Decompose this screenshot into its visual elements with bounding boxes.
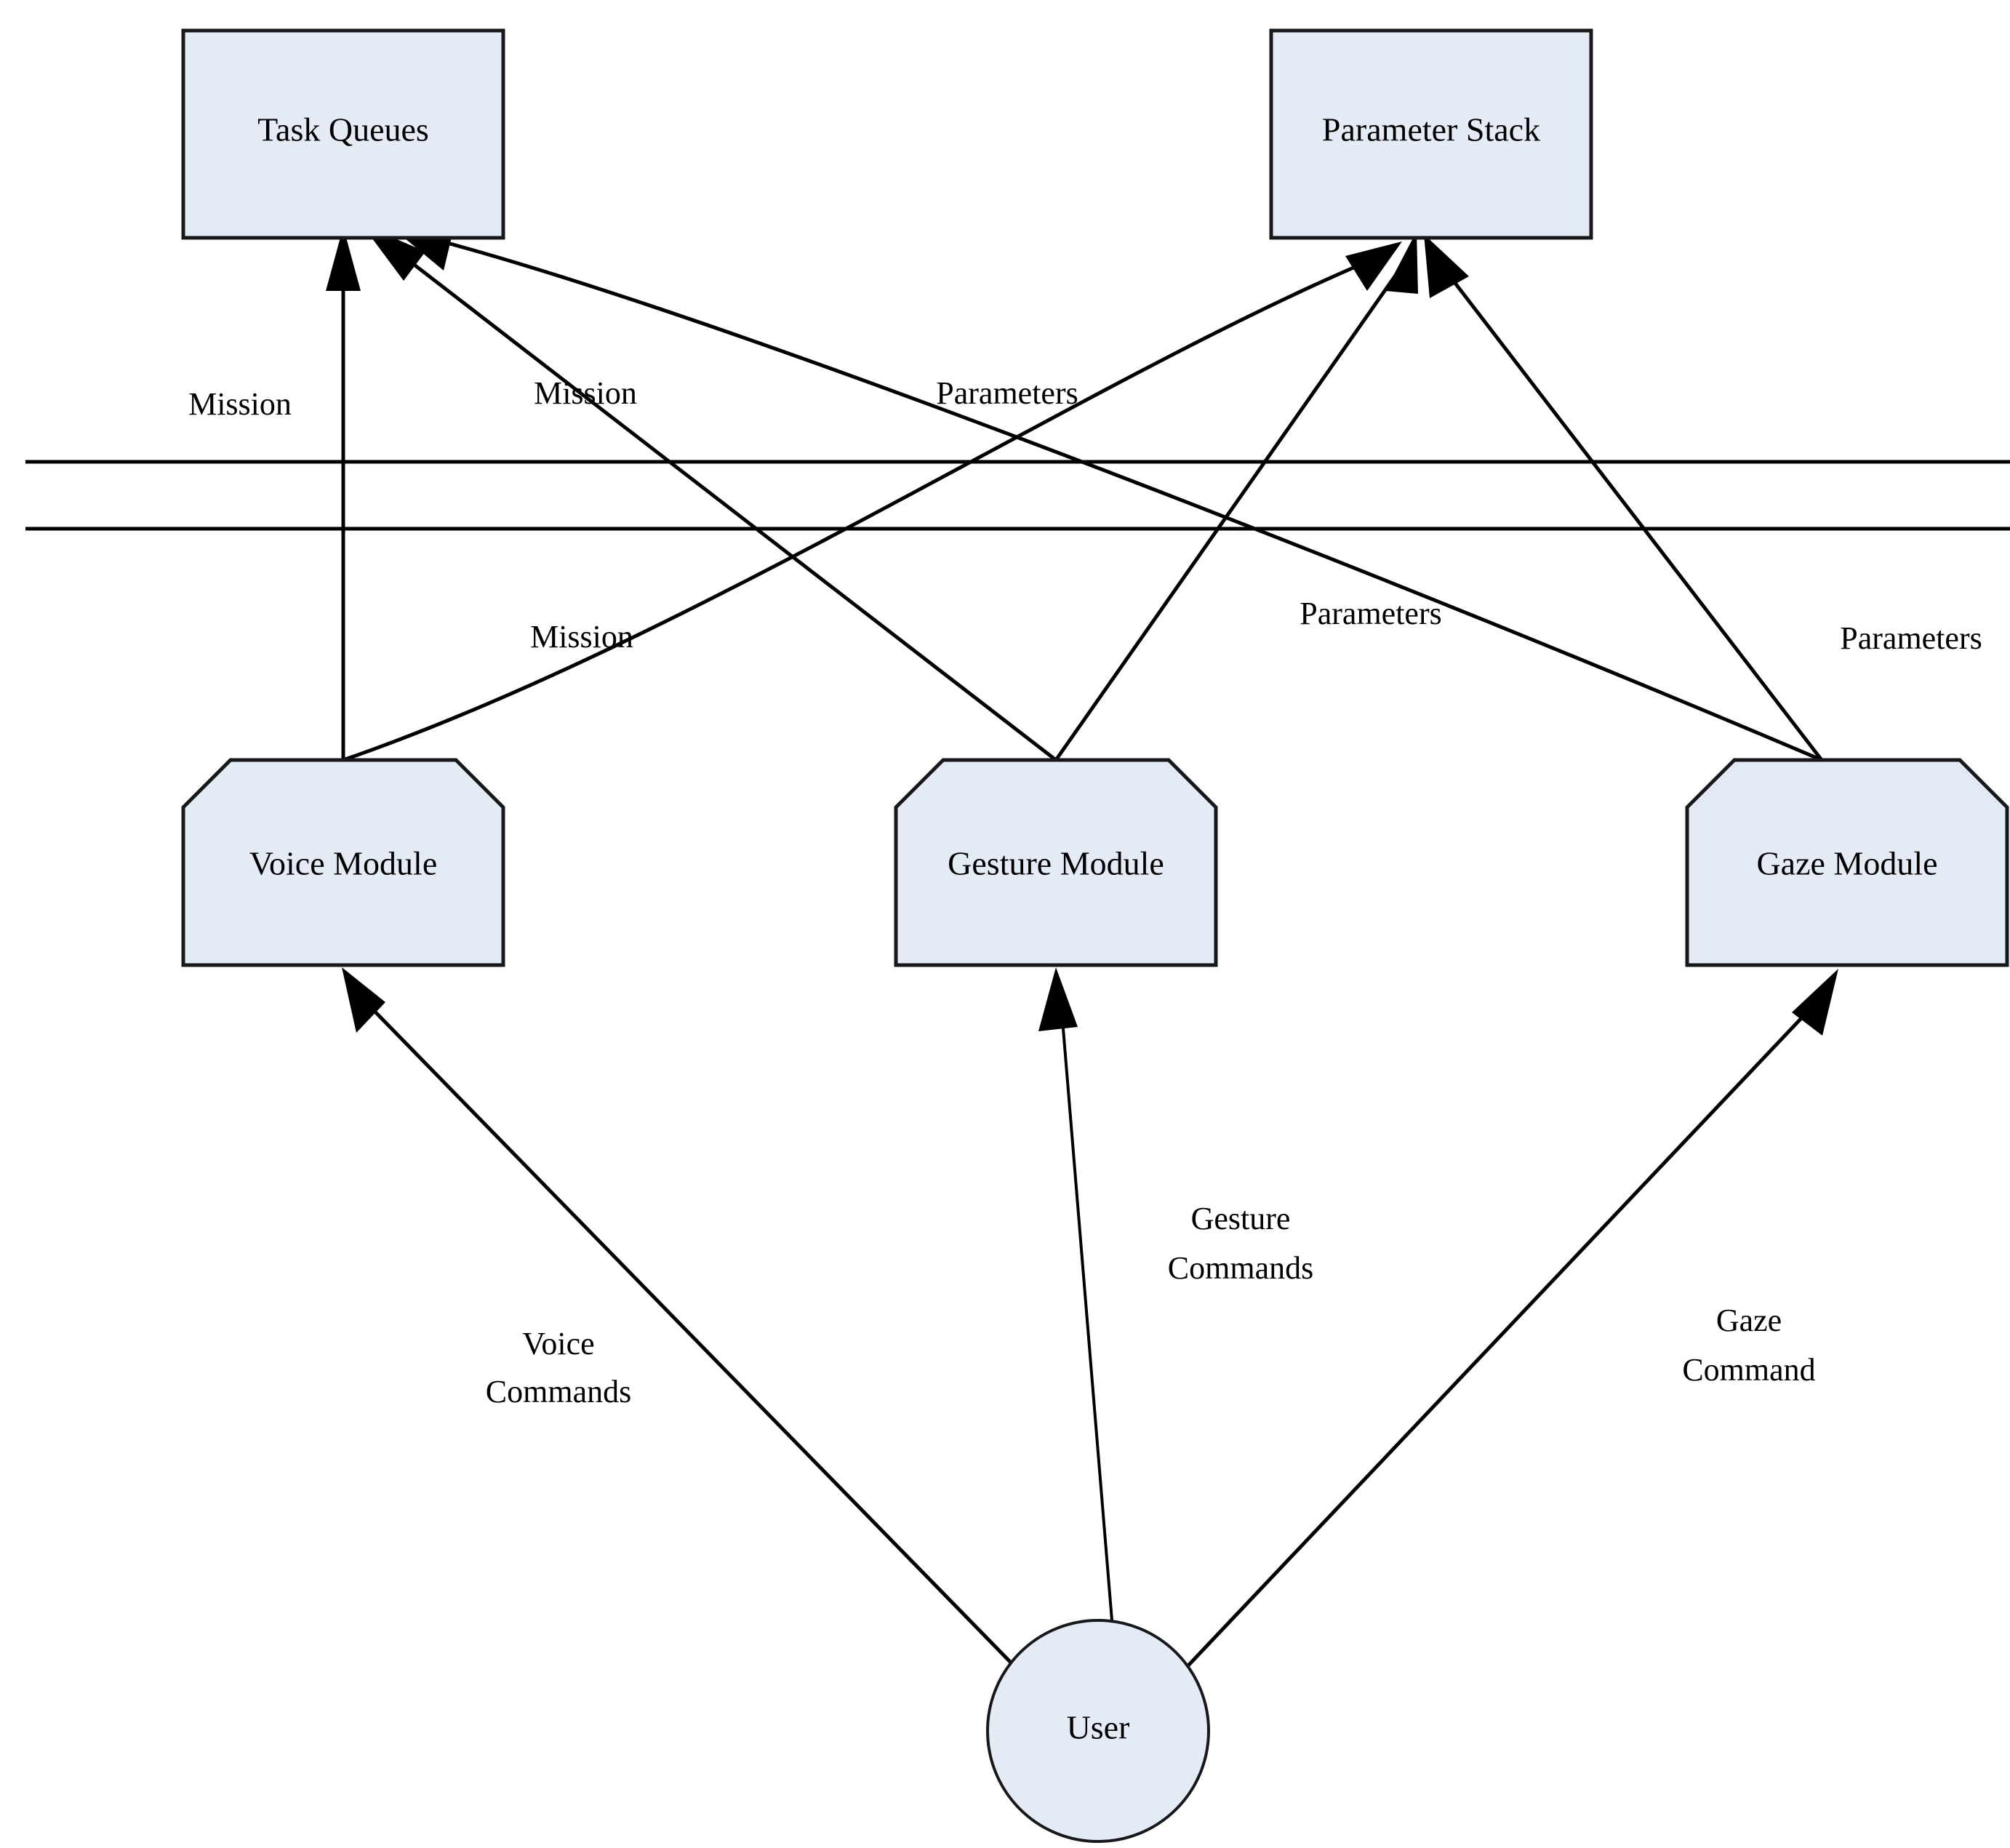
node-gesture-module[interactable]: Gesture Module — [894, 758, 1218, 967]
edge-label-gesture-commands-line2: Commands — [1168, 1250, 1313, 1286]
edge-gaze-to-params — [1424, 234, 1823, 761]
node-gaze-module[interactable]: Gaze Module — [1685, 758, 2009, 967]
edge-gesture-to-params — [1054, 231, 1418, 761]
arrow-head-icon — [1424, 234, 1469, 298]
edge-voice-to-params — [343, 241, 1402, 762]
arrow-head-icon — [1345, 241, 1402, 291]
edge-label-voice-commands-line2: Commands — [486, 1374, 631, 1409]
node-parameter-stack-label: Parameter Stack — [1322, 111, 1540, 148]
edge-gaze-to-task — [396, 231, 1822, 762]
node-task-queues-label: Task Queues — [257, 111, 429, 148]
node-user[interactable]: User — [986, 1619, 1210, 1843]
edge-user-to-gesture — [1038, 967, 1114, 1630]
node-gaze-module-label: Gaze Module — [1756, 845, 1937, 882]
node-gesture-module-label: Gesture Module — [948, 845, 1164, 882]
edge-label-parameters-voice: Parameters — [936, 375, 1078, 411]
edge-user-to-gaze — [1187, 969, 1838, 1667]
edge-label-gaze-command-line2: Command — [1682, 1352, 1815, 1388]
edge-label-mission-gaze: Mission — [530, 619, 633, 655]
arrow-head-icon — [1385, 231, 1418, 294]
node-voice-module[interactable]: Voice Module — [181, 758, 505, 967]
edge-gesture-to-task — [361, 224, 1057, 761]
arrow-head-icon — [326, 227, 361, 291]
arrow-head-icon — [396, 231, 452, 271]
edge-label-parameters-gaze: Parameters — [1840, 620, 1982, 656]
node-user-label: User — [1067, 1709, 1130, 1746]
edge-voice-to-task — [326, 227, 361, 760]
edge-label-voice-commands-line1: Voice — [522, 1326, 594, 1361]
edge-label-parameters-gesture: Parameters — [1300, 596, 1441, 631]
edge-label-gesture-commands-line1: Gesture — [1191, 1201, 1291, 1236]
arrow-head-icon — [1038, 967, 1078, 1031]
edge-label-mission-voice: Mission — [188, 386, 292, 422]
node-task-queues[interactable]: Task Queues — [181, 28, 505, 240]
edge-label-gaze-command-line1: Gaze — [1716, 1303, 1782, 1338]
node-voice-module-label: Voice Module — [249, 845, 438, 882]
node-parameter-stack[interactable]: Parameter Stack — [1269, 28, 1593, 240]
edge-user-to-voice — [342, 967, 1014, 1665]
arrow-head-icon — [1792, 969, 1838, 1036]
arrow-head-icon — [342, 967, 385, 1033]
edge-label-mission-gesture: Mission — [534, 375, 637, 411]
